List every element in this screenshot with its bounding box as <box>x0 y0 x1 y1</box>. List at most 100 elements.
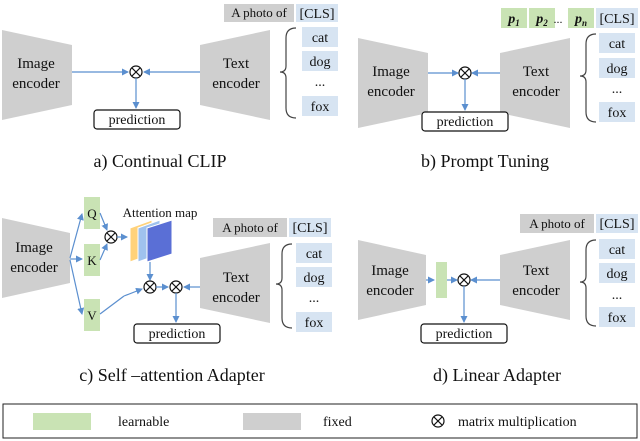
panel-a: Image encoder Text encoder prediction A … <box>2 4 338 172</box>
class-bracket <box>579 33 597 123</box>
a-photo-of-label: A photo of <box>231 5 287 20</box>
prediction-label: prediction <box>437 115 494 130</box>
prompt-token-2: p2 <box>535 12 548 28</box>
class-label-dog: dog <box>304 271 325 286</box>
class-box-dog <box>599 58 635 78</box>
arrow-encoder-to-q <box>69 213 84 259</box>
class-ellipsis: ... <box>612 82 623 97</box>
image-encoder-label-line1: Image <box>372 64 410 80</box>
arrow-encoder-to-v <box>69 259 85 315</box>
class-label-cat: cat <box>609 243 625 258</box>
value-box <box>84 299 100 331</box>
matrix-multiplication-icon-x2 <box>106 232 116 242</box>
prompt-token-1: p1 <box>507 12 520 28</box>
matrix-multiplication-icon-x2 <box>459 275 469 285</box>
legend-matrix-label: matrix multiplication <box>458 415 577 430</box>
image-encoder-label-line2: encoder <box>367 84 414 100</box>
cls-box <box>296 4 338 22</box>
panel-d-caption: d) Linear Adapter <box>433 365 561 386</box>
prompt-token-box-n <box>568 8 594 28</box>
prediction-label: prediction <box>436 327 493 342</box>
text-encoder-label-line1: Text <box>223 270 250 286</box>
attention-map-label: Attention map <box>123 205 198 220</box>
image-encoder-shape <box>2 218 70 298</box>
class-bracket <box>275 243 293 329</box>
arrow-v-to-mul <box>99 295 125 315</box>
key-label: K <box>87 253 97 268</box>
matrix-multiplication-icon-x2 <box>131 67 141 77</box>
class-box-cat <box>599 239 635 259</box>
class-ellipsis: ... <box>309 291 320 306</box>
panel-a-caption: a) Continual CLIP <box>94 151 227 172</box>
class-bracket <box>579 239 597 327</box>
class-ellipsis: ... <box>612 288 623 303</box>
legend-frame <box>2 403 638 439</box>
image-encoder-label-line1: Image <box>17 56 55 72</box>
class-label-cat: cat <box>609 37 625 52</box>
text-encoder-shape <box>200 243 270 323</box>
matrix-multiplication-icon-x2 <box>171 282 181 292</box>
prompt-token-box-2 <box>529 8 555 28</box>
cls-label: [CLS] <box>600 12 635 27</box>
class-bracket <box>279 27 297 119</box>
cls-label: [CLS] <box>300 7 335 22</box>
text-encoder-shape <box>500 240 570 320</box>
class-label-fox: fox <box>608 106 627 121</box>
class-label-dog: dog <box>607 62 628 77</box>
arrow-v-to-mul-end <box>123 287 143 297</box>
panel-b: Image encoder Text encoder prediction p1… <box>358 8 638 172</box>
class-label-dog: dog <box>607 267 628 282</box>
image-encoder-label-line2: encoder <box>366 283 413 299</box>
query-label: Q <box>87 206 97 221</box>
legend-learnable-swatch <box>33 413 91 430</box>
class-box-fox <box>599 307 635 327</box>
class-label-cat: cat <box>312 31 328 46</box>
class-box-fox <box>302 96 338 116</box>
matrix-multiplication-icon-x2 <box>145 282 155 292</box>
class-label-fox: fox <box>608 311 627 326</box>
legend-matrix-icon <box>431 414 445 428</box>
cls-box <box>289 218 331 237</box>
a-photo-of-label: A photo of <box>529 216 585 231</box>
a-photo-of-box <box>224 4 294 22</box>
linear-adapter-box <box>436 262 447 298</box>
panel-d: Image encoder prediction Text encoder A … <box>358 214 638 386</box>
legend-fixed-swatch <box>243 413 301 430</box>
class-box-dog <box>302 51 338 71</box>
text-encoder-label-line1: Text <box>523 263 550 279</box>
prediction-box <box>420 323 508 344</box>
text-encoder-label-line1: Text <box>523 64 550 80</box>
cls-label: [CLS] <box>600 217 635 232</box>
prompt-token-ellipsis: ... <box>554 12 563 26</box>
a-photo-of-label: A photo of <box>222 220 278 235</box>
panel-c: Image encoder Q K V Attention map <box>2 197 332 386</box>
image-encoder-label-line2: encoder <box>10 260 57 276</box>
legend-matrix-icon-x2 <box>433 416 443 426</box>
class-box-dog <box>296 267 332 287</box>
image-encoder-label-line1: Image <box>371 263 409 279</box>
image-encoder-label-line2: encoder <box>12 76 59 92</box>
arrow-k-to-mul <box>99 243 108 261</box>
text-encoder-shape <box>500 38 570 128</box>
image-encoder-shape <box>2 30 72 120</box>
class-box-cat <box>302 27 338 47</box>
text-encoder-shape <box>200 30 270 120</box>
attention-map-layer-front <box>146 219 173 263</box>
legend: learnable fixed matrix multiplication <box>2 403 638 439</box>
prediction-box <box>421 111 509 132</box>
prompt-token-box-1 <box>501 8 527 28</box>
class-ellipsis: ... <box>315 75 326 90</box>
image-encoder-shape <box>358 240 426 320</box>
text-encoder-label-line2: encoder <box>512 84 559 100</box>
value-label: V <box>87 308 97 323</box>
prediction-box <box>93 109 181 130</box>
class-label-dog: dog <box>310 55 331 70</box>
query-box <box>84 197 100 229</box>
panel-b-caption: b) Prompt Tuning <box>421 151 549 172</box>
text-encoder-label-line1: Text <box>223 56 250 72</box>
class-label-fox: fox <box>311 100 330 115</box>
image-encoder-label-line1: Image <box>15 240 53 256</box>
legend-learnable-label: learnable <box>118 415 169 430</box>
prediction-label: prediction <box>109 113 166 128</box>
key-box <box>84 244 100 276</box>
